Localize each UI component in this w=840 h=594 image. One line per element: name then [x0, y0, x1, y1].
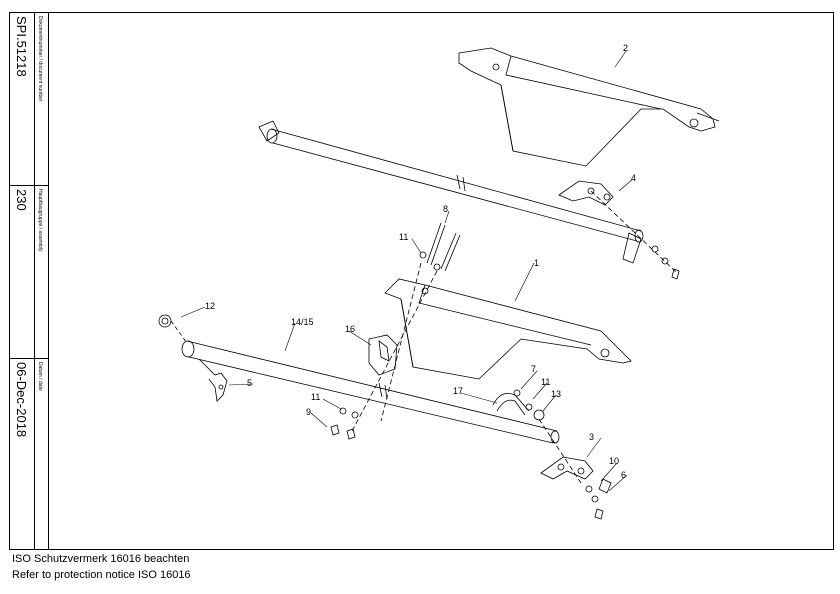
callout-5: 5 — [247, 378, 252, 388]
callout-3: 3 — [589, 432, 594, 442]
bracket-upper — [558, 180, 642, 264]
ring-12 — [158, 314, 188, 344]
assembly-label: Hauptbaugruppe / assembly — [37, 189, 43, 252]
callout-11-lower: 11 — [311, 392, 320, 402]
hardware-lower-left — [330, 407, 359, 440]
title-block-divider — [34, 13, 35, 549]
hardware-upper — [590, 190, 680, 280]
tube-upper — [258, 120, 644, 243]
drawing-frame: SPI.51218 Dokumentnummer / document numb… — [9, 12, 834, 550]
callout-12: 12 — [205, 301, 215, 311]
date-cell: 06-Dec-2018 Datum / date — [10, 359, 48, 549]
hardware-lower-right — [513, 389, 582, 484]
protection-notice-en: Refer to protection notice ISO 16016 — [12, 569, 191, 581]
callout-7: 7 — [531, 364, 536, 374]
callout-13: 13 — [551, 389, 561, 399]
callout-8: 8 — [443, 204, 448, 214]
document-number-cell: SPI.51218 Dokumentnummer / document numb… — [10, 13, 48, 186]
frame-part-upper — [458, 47, 720, 167]
callout-11-upper: 11 — [399, 232, 408, 242]
callout-6: 6 — [621, 470, 626, 480]
bolts-8 — [350, 222, 461, 434]
protection-notice-de: ISO Schutzvermerk 16016 beachten — [12, 553, 190, 565]
callout-4: 4 — [631, 173, 636, 183]
bracket-lower — [540, 456, 612, 520]
callout-11-right: 11 — [541, 377, 550, 387]
u-bolt-17 — [492, 392, 530, 416]
callout-9: 9 — [306, 407, 311, 417]
document-number: SPI.51218 — [14, 16, 29, 77]
callout-1: 1 — [534, 258, 539, 268]
callout-17: 17 — [453, 386, 463, 396]
date-value: 06-Dec-2018 — [14, 362, 29, 438]
leader-lines — [180, 50, 634, 492]
date-label: Datum / date — [37, 362, 43, 391]
document-number-label: Dokumentnummer / document number — [37, 16, 43, 102]
assembly-cell: 230 Hauptbaugruppe / assembly — [10, 186, 48, 359]
callout-16: 16 — [345, 324, 355, 334]
exploded-parts-drawing: 1 2 3 4 5 6 7 8 9 10 11 11 11 12 13 14/1… — [158, 43, 720, 520]
assembly-number: 230 — [14, 189, 29, 211]
handle-5 — [198, 358, 228, 402]
title-block: SPI.51218 Dokumentnummer / document numb… — [10, 13, 49, 549]
block-16 — [368, 334, 398, 376]
callout-2: 2 — [623, 43, 628, 53]
frame-part-lower — [384, 278, 632, 380]
tube-lower — [181, 340, 560, 444]
callout-10: 10 — [609, 456, 619, 466]
callout-14-15: 14/15 — [291, 317, 314, 327]
